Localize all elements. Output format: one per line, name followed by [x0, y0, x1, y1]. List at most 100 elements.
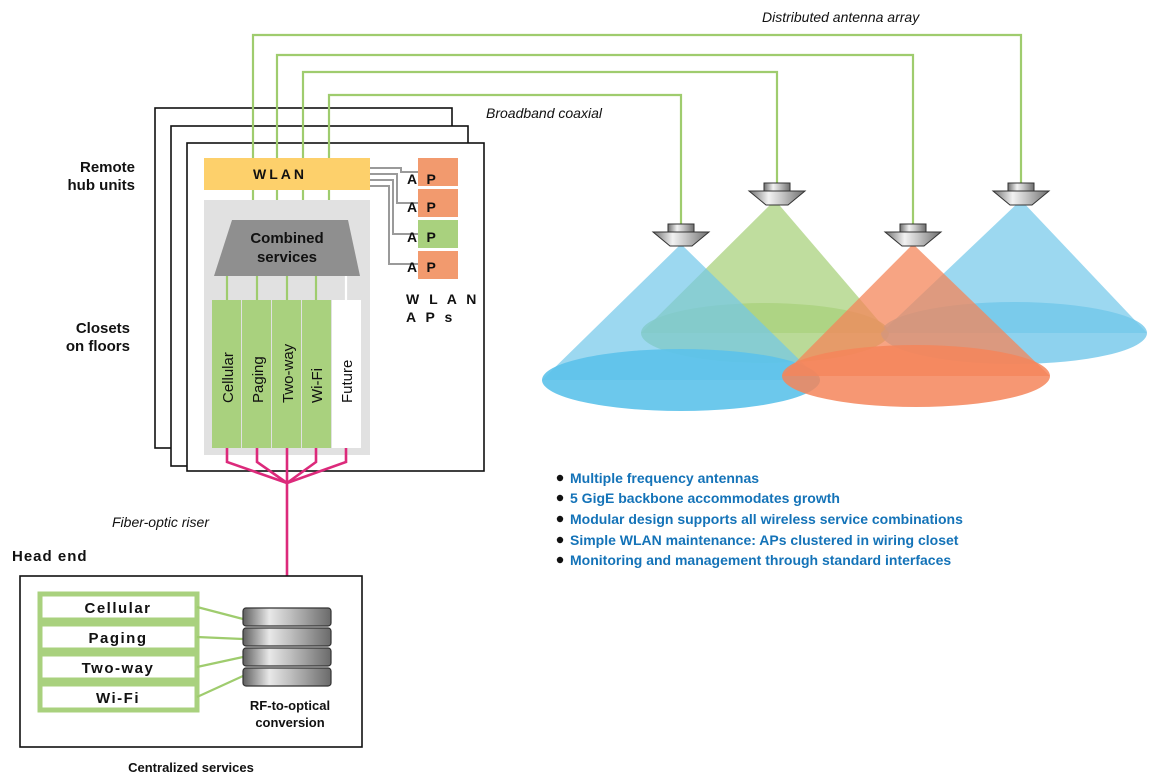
label-fiber-optic-riser: Fiber-optic riser: [112, 514, 210, 530]
wlan-aps-label-line2: A P s: [406, 309, 455, 325]
antenna-feed-line-1: [327, 93, 683, 224]
fiber-link-future: [286, 448, 348, 485]
label-broadband-coaxial: Broadband coaxial: [486, 105, 603, 121]
wlan-aps-label-line1: W L A N: [406, 291, 479, 307]
bullet-item-4: Simple WLAN maintenance: APs clustered i…: [570, 532, 959, 548]
wlan-bar: [204, 158, 370, 190]
rf-optical-converter: [242, 607, 332, 687]
combined-services-block: [214, 220, 360, 276]
wlan-bar-label: WLAN: [253, 166, 307, 182]
combined-services-line1: Combined: [250, 230, 323, 247]
head-end-label-paging: Paging: [88, 630, 147, 647]
ap-label-4: A P: [407, 259, 439, 275]
antenna-coverage: [542, 200, 1147, 411]
service-bar-paging: [242, 300, 271, 448]
antenna-1-mount: [667, 223, 695, 233]
head-end-link-1: [196, 605, 244, 621]
antenna-4-mount: [1007, 182, 1035, 192]
label-centralized-services: Centralized services: [128, 760, 254, 775]
converter-unit-1: [242, 607, 332, 627]
feature-bullet-list: Multiple frequency antennas 5 GigE backb…: [556, 470, 963, 568]
wlan-ap-connector-4: [370, 185, 418, 265]
converter-unit-2: [242, 627, 332, 647]
wlan-ap-connectors: [370, 167, 418, 265]
head-end-services: Cellular Paging Two-way Wi-Fi: [37, 591, 200, 713]
head-end-label-cellular: Cellular: [84, 600, 151, 617]
wlan-ap-connector-3: [370, 179, 418, 235]
ap-box-1: [418, 158, 458, 186]
antenna-2-mount: [763, 182, 791, 192]
converter-unit-4: [242, 667, 332, 687]
bullet-dot-5: [556, 556, 564, 564]
bullet-dot-3: [556, 515, 564, 523]
antenna-1: [651, 223, 711, 247]
head-end-service-wifi: [37, 681, 200, 713]
antenna-feed-line-4: [251, 33, 1023, 183]
ap-label-3: A P: [407, 229, 439, 245]
combined-services-line2: services: [257, 249, 317, 266]
wlan-ap-stack: A P A P A P A P: [407, 158, 458, 279]
service-label-future: Future: [339, 360, 356, 403]
coverage-cone-blue-left: [542, 244, 820, 380]
coverage-cone-orange: [782, 244, 1050, 376]
head-end-link-3: [196, 655, 244, 669]
antenna-1-dome: [651, 231, 711, 247]
label-closets-line1: Closets: [76, 320, 130, 337]
head-end-label-wifi: Wi-Fi: [96, 690, 140, 707]
antenna-2: [747, 182, 807, 206]
label-head-end: Head end: [12, 548, 88, 565]
wlan-ap-connector-1: [370, 167, 418, 173]
antenna-4-dome: [991, 190, 1051, 206]
ap-label-2: A P: [407, 199, 439, 215]
bullet-item-1: Multiple frequency antennas: [570, 470, 759, 486]
fiber-link-cellular: [225, 448, 288, 485]
antenna-feed-line-2: [301, 70, 779, 183]
ap-box-2: [418, 189, 458, 217]
rf-conversion-line2: conversion: [255, 715, 324, 730]
service-label-paging: Paging: [250, 356, 267, 403]
fiber-link-wifi: [286, 448, 318, 485]
antenna-3-dome: [883, 231, 943, 247]
antenna-feed-line-3: [275, 53, 915, 224]
antenna-3-mount: [899, 223, 927, 233]
fiber-link-paging: [255, 448, 288, 485]
bullet-item-2: 5 GigE backbone accommodates growth: [570, 490, 840, 506]
hub-service-bars: Cellular Paging Two-way Wi-Fi Future: [212, 300, 361, 448]
head-end-label-two-way: Two-way: [82, 660, 155, 677]
bullet-dot-1: [556, 474, 564, 482]
antennas: [651, 182, 1051, 247]
label-closets-line2: on floors: [66, 338, 130, 355]
wlan-ap-connector-2: [370, 173, 418, 204]
bullet-dot-4: [556, 536, 564, 544]
label-remote-line1: Remote: [80, 159, 135, 176]
ap-box-4: [418, 251, 458, 279]
service-bar-two-way: [272, 300, 301, 448]
antenna-2-dome: [747, 190, 807, 206]
service-bar-wifi: [302, 300, 331, 448]
coverage-base-blue-left: [542, 349, 820, 411]
ap-label-1: A P: [407, 171, 439, 187]
head-end-link-2: [196, 635, 244, 641]
antenna-4: [991, 182, 1051, 206]
rf-conversion-line1: RF-to-optical: [250, 698, 330, 713]
converter-unit-3: [242, 647, 332, 667]
head-end-link-4: [196, 674, 244, 699]
head-end-connectors: [196, 605, 244, 699]
head-end-service-paging: [37, 621, 200, 653]
antenna-3: [883, 223, 943, 247]
fiber-optic-lines: [225, 448, 348, 608]
bullet-dot-2: [556, 494, 564, 502]
label-distributed-antenna-array: Distributed antenna array: [762, 9, 920, 25]
service-label-two-way: Two-way: [280, 343, 297, 403]
bullet-item-3: Modular design supports all wireless ser…: [570, 511, 963, 527]
coverage-base-orange: [782, 345, 1050, 407]
service-label-wifi: Wi-Fi: [309, 368, 326, 403]
combined-to-services-lines: [225, 276, 348, 300]
label-remote-line2: hub units: [68, 177, 136, 194]
service-bar-future: [332, 300, 361, 448]
service-label-cellular: Cellular: [220, 352, 237, 403]
ap-box-3: [418, 220, 458, 248]
service-bar-cellular: [212, 300, 241, 448]
